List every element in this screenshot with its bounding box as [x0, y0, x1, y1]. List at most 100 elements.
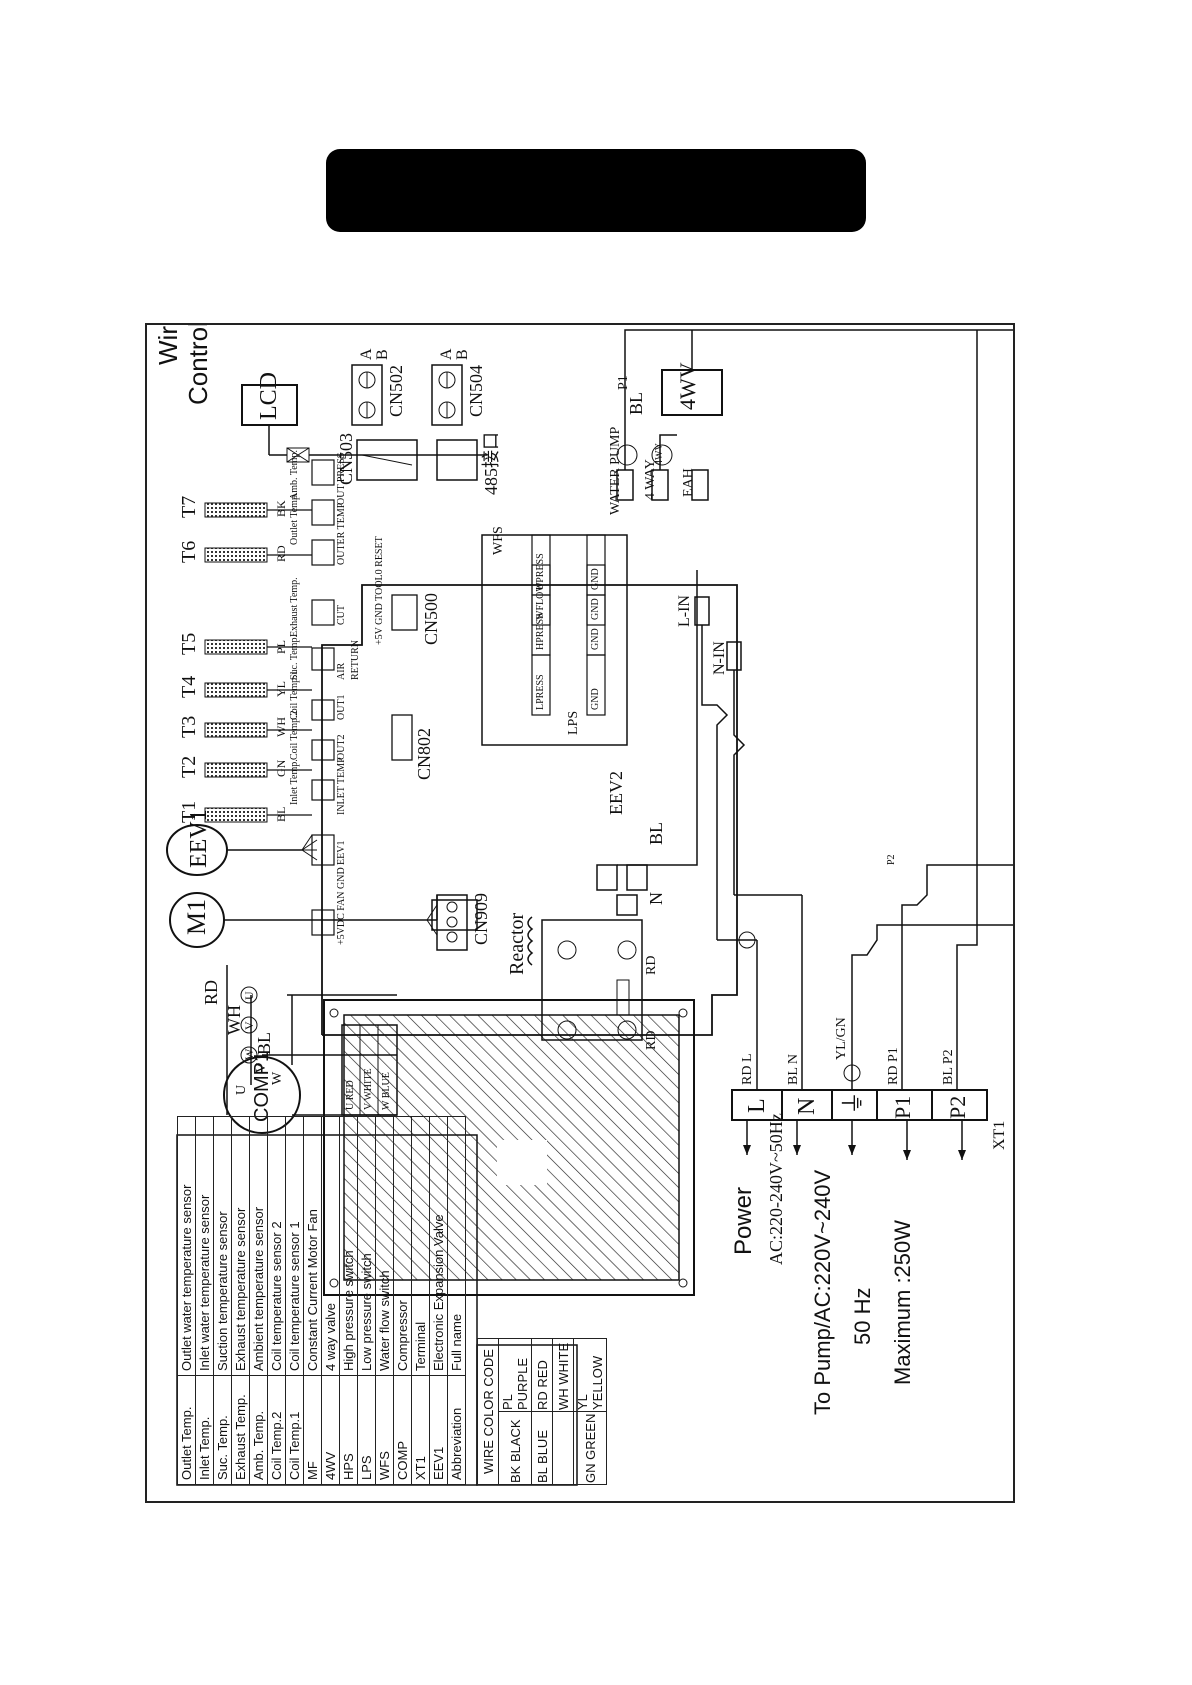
cn502-label: CN502: [386, 364, 406, 417]
sensor-t7-wire: BK: [274, 500, 288, 517]
v-white-label: V WHITE: [363, 1068, 374, 1110]
term-u-label: U: [242, 991, 256, 1000]
color-cell: PL PURPLE: [498, 1338, 532, 1412]
wiring-diagram: Wire Controller LCD CN502 CN504 CN503 48…: [145, 323, 1015, 1503]
wire-bl-label: BL: [254, 1031, 274, 1055]
abbreviation-cell: Amb. Temp.: [249, 1375, 268, 1485]
sensor-t1-name: Inlet Temp.: [289, 759, 300, 805]
u-red-label: U RED: [345, 1080, 356, 1110]
rotated-diagram-canvas: Wire Controller LCD CN502 CN504 CN503 48…: [147, 323, 1013, 1501]
sensor-t5-id: T5: [178, 632, 200, 655]
bl-4wv-label: BL: [646, 821, 666, 845]
color-cell: [552, 1411, 574, 1485]
abbreviation-cell: LPS: [357, 1375, 376, 1485]
wire-color-code-title: WIRE COLOR CODE: [477, 1338, 499, 1485]
reactor-rd1: RD: [644, 955, 659, 975]
return-label: RETURN: [350, 640, 361, 680]
p1-top-label: P1: [616, 375, 631, 390]
eev1-conn-label: EEV1: [336, 840, 347, 865]
wire-label-l: RD L: [740, 1053, 755, 1086]
pump-line1: To Pump/AC:220V~240V: [810, 1169, 835, 1415]
abbreviation-cell: Outlet Temp.: [177, 1375, 196, 1485]
abbreviation-cell: Exhaust Temp.: [231, 1375, 250, 1485]
dcfan-label: +5VDC FAN GND: [336, 867, 347, 945]
sensor-t2-id: T2: [178, 755, 200, 778]
port485-label: 485接口: [481, 432, 501, 495]
w-blue-label: W BLUE: [381, 1072, 392, 1110]
abbreviation-row: Suc. Temp.Suction temperature sensor: [213, 1116, 232, 1485]
abbreviation-cell: Coil Temp.1: [285, 1375, 304, 1485]
wire-controller-label-2: Controller: [183, 323, 213, 405]
full-name-cell: Exhaust temperature sensor: [231, 1116, 250, 1376]
wire-rd-label: RD: [201, 979, 221, 1005]
m1-label: M1: [182, 898, 211, 935]
reactor-label: Reactor: [506, 912, 528, 975]
power-spec: AC:220-240V~50Hz: [766, 1113, 786, 1265]
full-name-cell: Compressor: [393, 1116, 412, 1376]
color-cell: BK BLACK: [498, 1411, 532, 1485]
out-press-label: OUT PRESS: [336, 452, 347, 505]
abbreviation-row: Amb. Temp.Ambient temperature sensor: [249, 1116, 268, 1485]
n-relay-label: N: [646, 892, 666, 905]
abbreviation-cell: WFS: [375, 1375, 394, 1485]
comp-v-label: V: [254, 1062, 269, 1073]
four-wv-label: 4WV: [675, 362, 700, 410]
gnd-label: GND: [590, 598, 601, 620]
pin-b-label: B: [374, 349, 391, 360]
lps-label: LPS: [566, 710, 581, 735]
abbreviation-cell: MF: [303, 1375, 322, 1485]
p2-small-label: P2: [886, 854, 897, 865]
wfs-label: WFS: [491, 526, 506, 555]
inlet-label: INLET TEMP: [336, 757, 347, 815]
sensor-t5-wire: PL: [274, 639, 288, 654]
power-heading: Power: [730, 1186, 757, 1255]
comp-u-label: U: [234, 1084, 249, 1095]
full-name-cell: Constant Current Motor Fan: [303, 1116, 322, 1376]
color-cell: WH WHITE: [552, 1338, 574, 1412]
lcd-label: LCD: [256, 372, 282, 420]
color-cell: GN GREEN: [573, 1411, 607, 1485]
heatsink: [323, 999, 695, 1296]
pin-a-label: A: [358, 348, 375, 360]
lpress-label: LPRESS: [535, 674, 546, 710]
sensor-t1-wire: BL: [274, 806, 288, 822]
full-name-cell: Suction temperature sensor: [213, 1116, 232, 1376]
full-name-cell: Ambient temperature sensor: [249, 1116, 268, 1376]
abbreviation-cell: EEV1: [429, 1375, 448, 1485]
full-name-cell: 4 way valve: [321, 1116, 340, 1376]
pin-a2-label: A: [438, 348, 455, 360]
full-name-cell: Low pressure switch: [357, 1116, 376, 1376]
abbreviation-cell: HPS: [339, 1375, 358, 1485]
wire-label-ground: YL/GN: [834, 1017, 849, 1060]
sensor-t5-name: Exhaust Temp.: [289, 577, 300, 637]
gnd-label: GND: [590, 628, 601, 650]
sensor-t4-id: T4: [178, 675, 200, 698]
comp-w-label: W: [270, 1071, 285, 1085]
title-bar: [326, 149, 866, 232]
abbreviation-row: Exhaust Temp.Exhaust temperature sensor: [231, 1116, 250, 1485]
terminal-l: L: [744, 1098, 770, 1113]
term-v-label: V: [242, 1021, 256, 1030]
sensor-t3-wire: WH: [274, 717, 288, 737]
terminal-p1: P1: [890, 1095, 915, 1119]
four-way-label: 4 WAY: [643, 459, 658, 500]
abbreviation-cell: Abbreviation: [447, 1375, 466, 1485]
wire-wh-label: WH: [224, 1005, 244, 1035]
abbreviation-row: Inlet Temp.Inlet water temperature senso…: [195, 1116, 214, 1485]
pump-line3: Maximum :250W: [890, 1219, 915, 1385]
n-in-label: N-IN: [711, 641, 728, 675]
abbreviation-cell: Inlet Temp.: [195, 1375, 214, 1485]
sensor-t7-name: Amb. Temp.: [289, 450, 300, 500]
eev1-label: EEV1: [186, 809, 212, 868]
color-cell: YL YELLOW: [573, 1338, 607, 1412]
full-name-cell: Coil temperature sensor 1: [285, 1116, 304, 1376]
full-name-cell: Electronic Expansion Valve: [429, 1116, 448, 1376]
